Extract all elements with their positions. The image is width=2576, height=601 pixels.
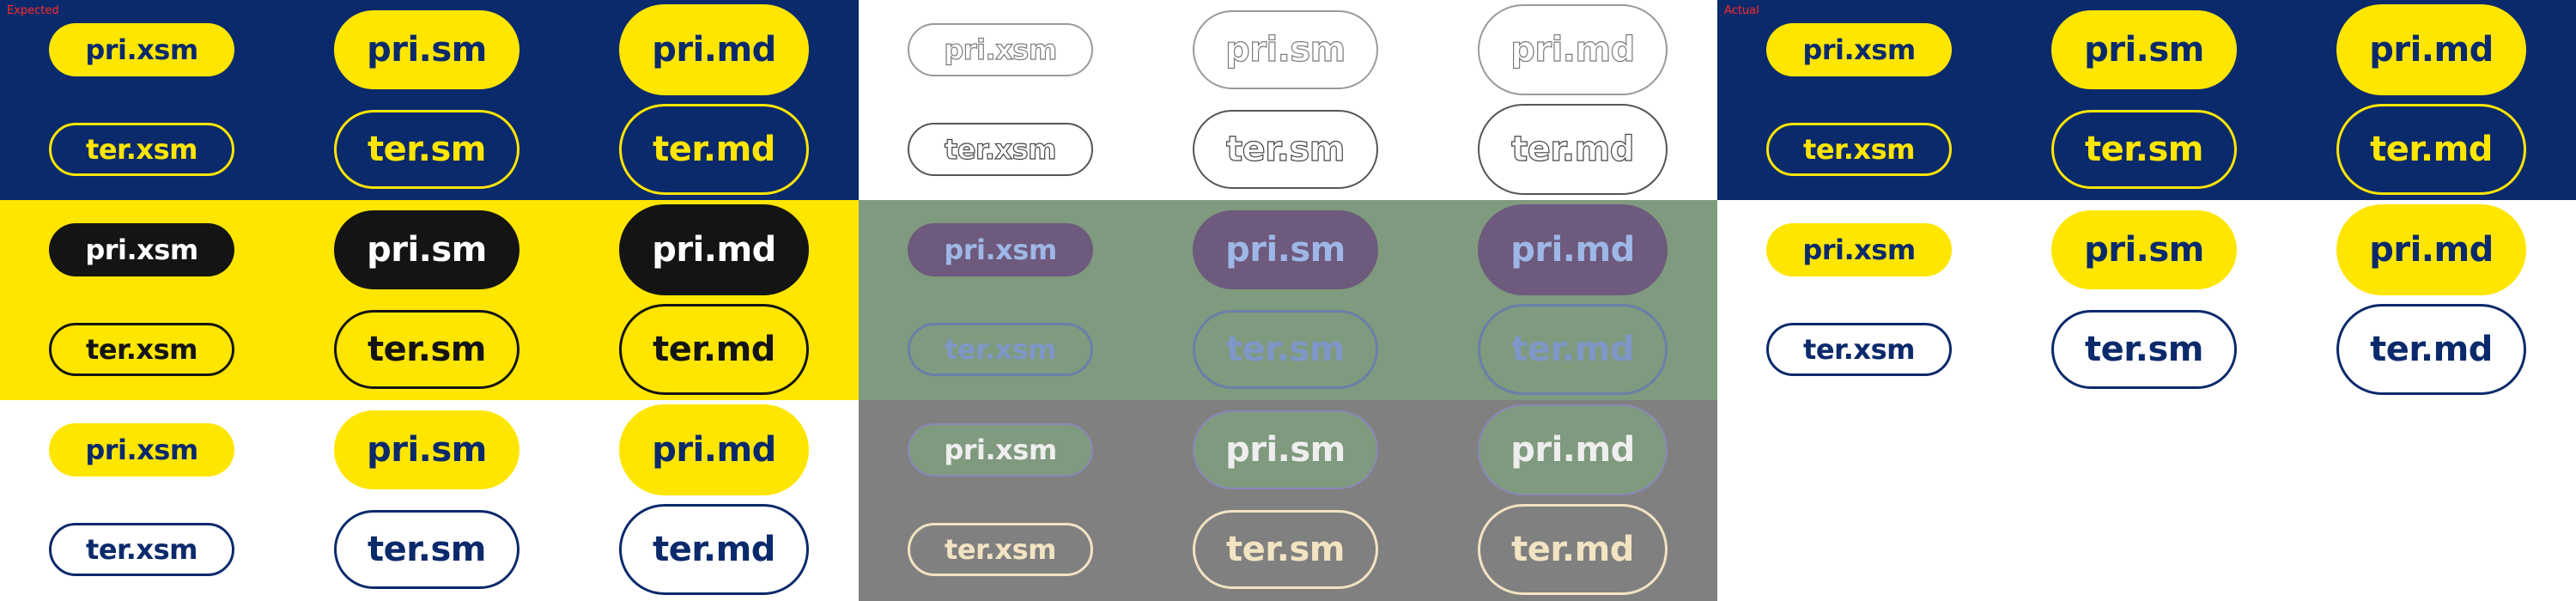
pri-xsm-button[interactable]: pri.xsm <box>49 223 234 276</box>
ter-xsm-button[interactable]: ter.xsm <box>908 323 1093 376</box>
ter-sm-button[interactable]: ter.sm <box>1193 110 1378 189</box>
diff-band-2: pri.xsm pri.sm pri.md ter.xsm ter.sm ter.md <box>859 400 1717 601</box>
ter-md-button[interactable]: ter.md <box>1478 104 1668 195</box>
pri-sm-button[interactable]: pri.sm <box>1193 10 1378 89</box>
ter-md-button[interactable]: ter.md <box>1478 504 1668 595</box>
pri-sm-button[interactable]: pri.sm <box>2051 210 2237 289</box>
ter-sm-button[interactable]: ter.sm <box>1193 510 1378 589</box>
ter-xsm-button[interactable]: ter.xsm <box>49 523 234 576</box>
ter-sm-button[interactable]: ter.sm <box>1193 310 1378 389</box>
pri-sm-button[interactable]: pri.sm <box>1193 210 1378 289</box>
pri-xsm-button[interactable]: pri.xsm <box>49 423 234 477</box>
actual-panel: Actual pri.xsm pri.sm pri.md ter.xsm ter.sm t… <box>1717 0 2576 601</box>
pri-sm-button[interactable]: pri.sm <box>334 10 519 89</box>
pri-md-button[interactable]: pri.md <box>1478 204 1668 295</box>
diff-band-1: pri.xsm pri.sm pri.md ter.xsm ter.sm ter.md <box>859 200 1717 400</box>
ter-xsm-button[interactable]: ter.xsm <box>49 123 234 176</box>
pri-sm-button[interactable]: pri.sm <box>2051 10 2237 89</box>
ter-xsm-button[interactable]: ter.xsm <box>49 323 234 376</box>
ter-sm-button[interactable]: ter.sm <box>334 310 519 389</box>
pri-sm-button[interactable]: pri.sm <box>1193 410 1378 489</box>
pri-md-button[interactable]: pri.md <box>619 404 809 495</box>
pri-md-button[interactable]: pri.md <box>1478 4 1668 95</box>
pri-sm-button[interactable]: pri.sm <box>334 210 519 289</box>
ter-md-button[interactable]: ter.md <box>1478 304 1668 395</box>
ter-md-button[interactable]: ter.md <box>619 104 809 195</box>
ter-md-button[interactable]: ter.md <box>619 504 809 595</box>
pri-md-button[interactable]: pri.md <box>2336 204 2526 295</box>
ter-sm-button[interactable]: ter.sm <box>2051 310 2237 389</box>
ter-md-button[interactable]: ter.md <box>2336 304 2526 395</box>
pri-md-button[interactable]: pri.md <box>1478 404 1668 495</box>
pri-xsm-button[interactable]: pri.xsm <box>908 23 1093 76</box>
ter-sm-button[interactable]: ter.sm <box>334 510 519 589</box>
pri-xsm-button[interactable]: pri.xsm <box>49 23 234 76</box>
ter-sm-button[interactable]: ter.sm <box>334 110 519 189</box>
pri-xsm-button[interactable]: pri.xsm <box>908 423 1093 477</box>
ter-xsm-button[interactable]: ter.xsm <box>1766 123 1952 176</box>
actual-band-1: pri.xsm pri.sm pri.md ter.xsm ter.sm ter.md <box>1717 200 2576 400</box>
expected-label: Expected <box>7 4 59 17</box>
pri-md-button[interactable]: pri.md <box>2336 4 2526 95</box>
ter-md-button[interactable]: ter.md <box>2336 104 2526 195</box>
pri-md-button[interactable]: pri.md <box>619 204 809 295</box>
diff-band-0: pri.xsm pri.sm pri.md ter.xsm ter.sm ter.md <box>859 0 1717 200</box>
actual-band-0: pri.xsm pri.sm pri.md ter.xsm ter.sm ter.md <box>1717 0 2576 200</box>
expected-panel: Expected pri.xsm pri.sm pri.md ter.xsm ter.s… <box>0 0 859 601</box>
pri-xsm-button[interactable]: pri.xsm <box>1766 23 1952 76</box>
pri-xsm-button[interactable]: pri.xsm <box>908 223 1093 276</box>
pri-sm-button[interactable]: pri.sm <box>334 410 519 489</box>
expected-band-2: pri.xsm pri.sm pri.md ter.xsm ter.sm ter.md <box>0 400 859 601</box>
actual-label: Actual <box>1724 4 1759 17</box>
ter-xsm-button[interactable]: ter.xsm <box>908 523 1093 576</box>
expected-band-1: pri.xsm pri.sm pri.md ter.xsm ter.sm ter.md <box>0 200 859 400</box>
expected-band-0: pri.xsm pri.sm pri.md ter.xsm ter.sm ter.md <box>0 0 859 200</box>
ter-md-button[interactable]: ter.md <box>619 304 809 395</box>
pri-md-button[interactable]: pri.md <box>619 4 809 95</box>
ter-xsm-button[interactable]: ter.xsm <box>908 123 1093 176</box>
ter-sm-button[interactable]: ter.sm <box>2051 110 2237 189</box>
actual-band-2 <box>1717 400 2576 601</box>
ter-xsm-button[interactable]: ter.xsm <box>1766 323 1952 376</box>
pri-xsm-button[interactable]: pri.xsm <box>1766 223 1952 276</box>
